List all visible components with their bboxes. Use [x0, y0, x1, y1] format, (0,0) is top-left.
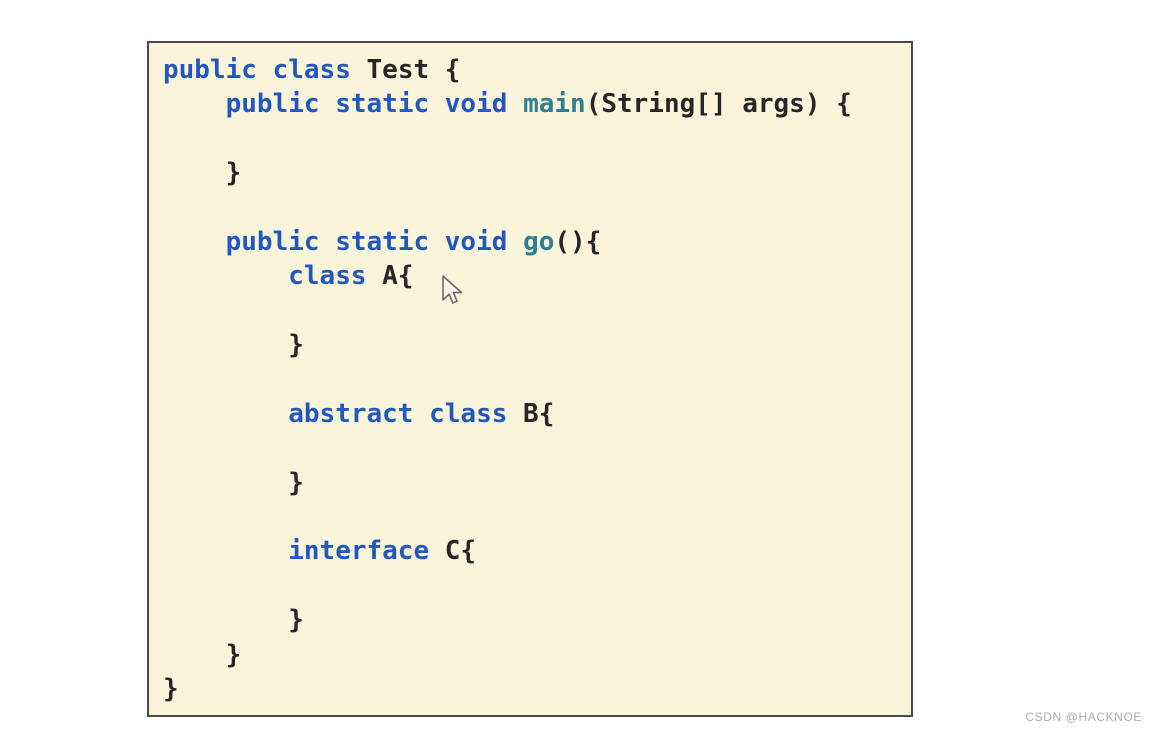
- code-line: class A{: [288, 261, 414, 292]
- code-line: [163, 569, 911, 603]
- code-line: }: [163, 330, 304, 361]
- code-line: abstract class B{: [288, 398, 555, 429]
- code-line: public static void go(){: [225, 226, 602, 257]
- code-line: public static void main(String[] args) {: [225, 89, 852, 120]
- code-line: interface C{: [288, 536, 477, 567]
- code-line: [163, 191, 911, 225]
- code-line: }: [163, 605, 304, 636]
- code-line: [163, 363, 911, 397]
- code-line: [163, 294, 911, 328]
- code-line: [163, 122, 911, 156]
- code-line: [163, 500, 911, 534]
- code-editor-panel[interactable]: public class Test { public static void m…: [147, 41, 913, 717]
- code-block: public class Test { public static void m…: [163, 53, 911, 706]
- code-line: public class Test {: [163, 55, 461, 85]
- code-line: }: [163, 674, 179, 705]
- code-line: }: [163, 639, 242, 670]
- code-line: [163, 431, 911, 465]
- code-line: }: [163, 467, 304, 498]
- code-line: }: [163, 158, 242, 189]
- watermark: CSDN @HACKNOE: [1025, 710, 1142, 724]
